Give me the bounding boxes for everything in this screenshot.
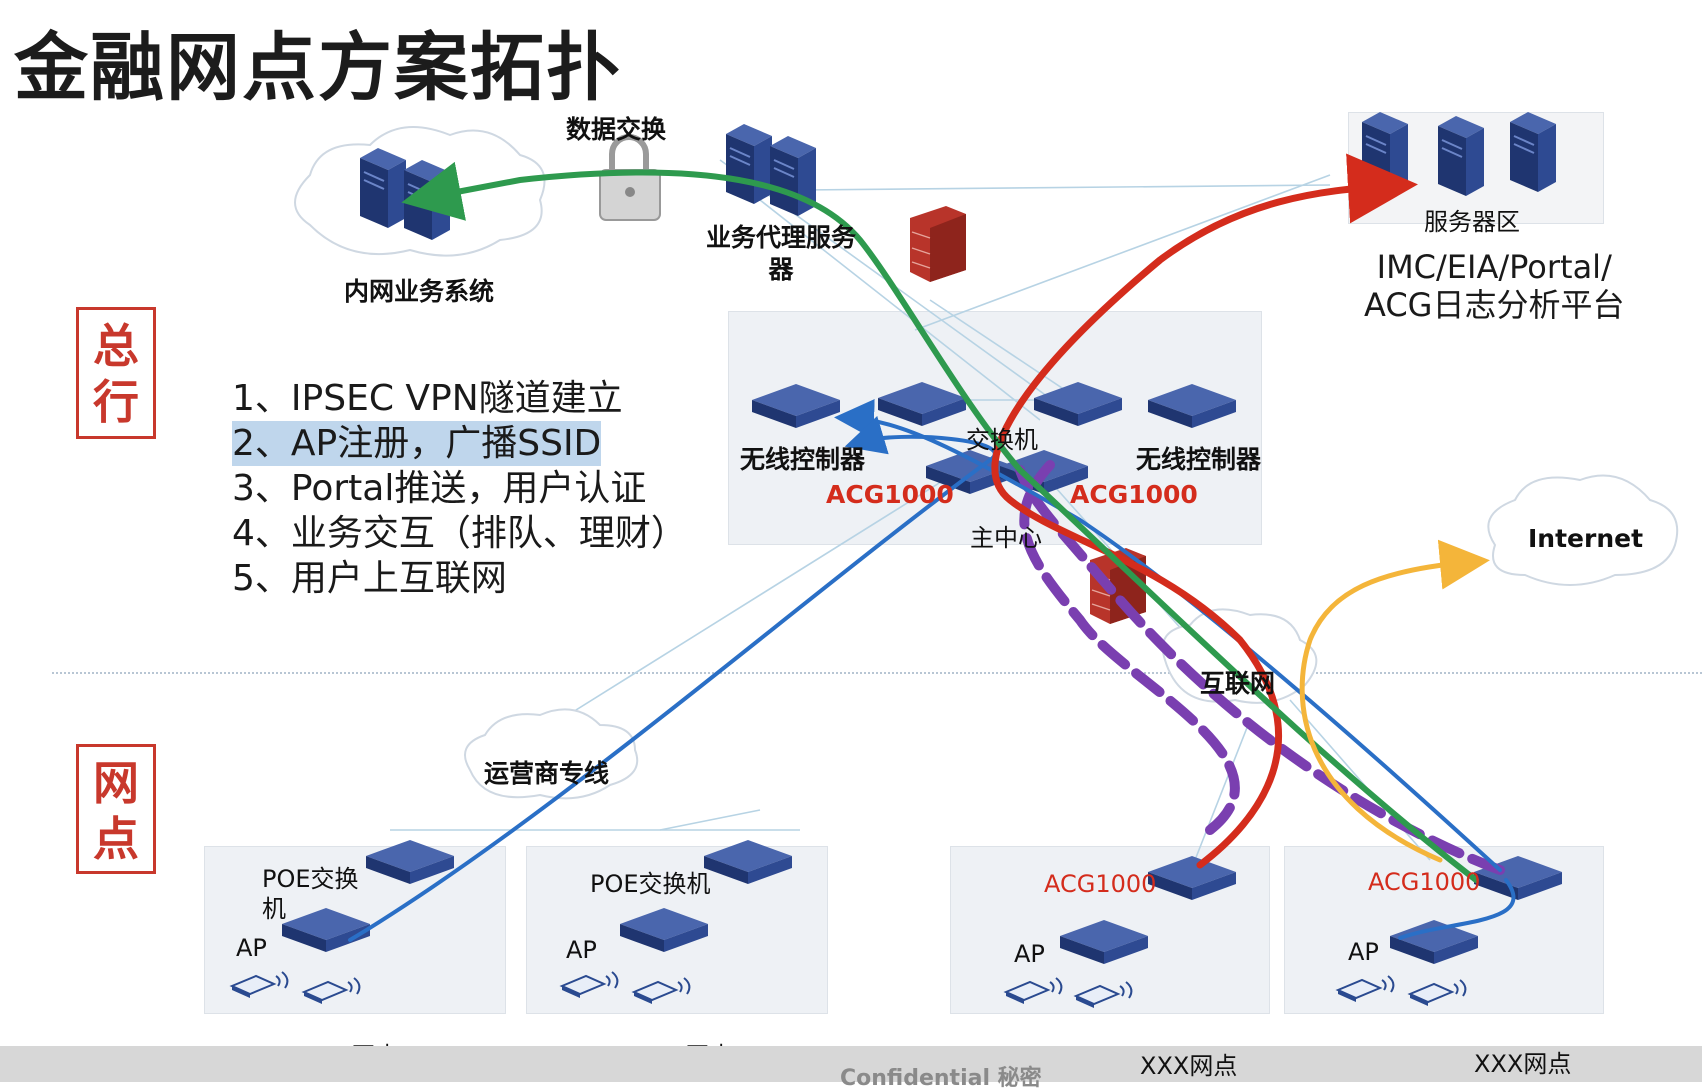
ap-label-2: AP: [566, 936, 597, 964]
acg-left-label: ACG1000: [826, 480, 954, 509]
platform-label: IMC/EIA/Portal/ ACG日志分析平台: [1364, 248, 1625, 324]
internet-label: Internet: [1528, 524, 1644, 553]
internet-cloud-label: 互联网: [1200, 669, 1276, 698]
page-title: 金融网点方案拓扑: [14, 25, 622, 111]
step-list: 1、IPSEC VPN隧道建立 2、AP注册，广播SSID 3、Portal推送…: [232, 376, 687, 601]
zone-branch-text: 网 点: [93, 756, 139, 866]
carrier-line-label: 运营商专线: [484, 759, 610, 788]
zone-label-hq: 总 行: [76, 307, 156, 439]
branch-name-3: XXX网点: [1140, 1052, 1238, 1080]
proxy-server-label: 业务代理服务 器: [706, 223, 857, 284]
zone-hq-text: 总 行: [93, 319, 139, 429]
bottom-bar: [0, 1046, 1702, 1082]
step-item-highlighted: 2、AP注册，广播SSID: [232, 421, 602, 466]
flow-paths: [348, 153, 1516, 942]
ap-label-3: AP: [1014, 940, 1045, 968]
wlc-right-label: 无线控制器: [1136, 445, 1262, 474]
poe-switch-label-2: POE交换机: [590, 870, 711, 898]
main-center-area: [728, 311, 1262, 545]
poe-switch-label-1: POE交换 机: [262, 865, 359, 923]
firewall-icon: [910, 206, 1146, 624]
laptop-icon: [231, 971, 1467, 1009]
step-item: 1、IPSEC VPN隧道建立: [232, 378, 623, 419]
step-item: 5、用户上互联网: [232, 558, 507, 599]
data-exchange-label: 数据交换: [566, 115, 667, 144]
acg-branch-label-4: ACG1000: [1368, 868, 1481, 896]
branch-name-4: XXX网点: [1474, 1050, 1572, 1078]
zone-divider: [52, 672, 1702, 674]
step-item: 4、业务交互（排队、理财）: [232, 513, 687, 554]
lock-icon: [599, 134, 661, 221]
ap-label-1: AP: [236, 934, 267, 962]
step-item: 3、Portal推送，用户认证: [232, 468, 647, 509]
server-zone-label: 服务器区: [1424, 208, 1520, 236]
wlc-left-label: 无线控制器: [740, 445, 866, 474]
acg-branch-label-3: ACG1000: [1044, 870, 1157, 898]
confidential-label: Confidential 秘密: [840, 1066, 1042, 1091]
ap-label-4: AP: [1348, 938, 1379, 966]
ap-icon: [282, 908, 1478, 964]
intranet-label: 内网业务系统: [344, 277, 495, 306]
acg-right-label: ACG1000: [1070, 480, 1198, 509]
switch-label: 交换机: [966, 426, 1038, 454]
zone-label-branch: 网 点: [76, 744, 156, 874]
main-center-label: 主中心: [970, 524, 1042, 552]
